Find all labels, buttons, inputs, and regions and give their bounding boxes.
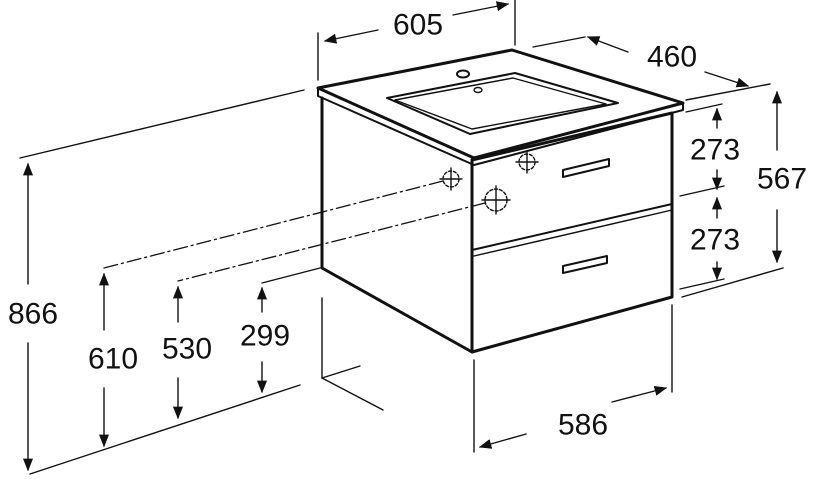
cabinet: [320, 96, 674, 354]
floor-line: [29, 384, 301, 475]
label-866: 866: [8, 298, 58, 331]
projection-610: [103, 180, 444, 269]
drain-hole: [473, 86, 483, 94]
dim-total-height: [19, 89, 305, 472]
tap-hole: [456, 69, 470, 79]
label-273-upper: 273: [690, 134, 740, 167]
label-273-lower: 273: [690, 224, 740, 257]
basin-bowl: [386, 72, 619, 135]
fixing-point-drain: [481, 185, 511, 215]
dim-top-width: [317, 0, 516, 81]
drawer-divider-shadow: [473, 209, 673, 257]
projection-lines: [103, 180, 486, 284]
label-530: 530: [162, 333, 212, 366]
label-610: 610: [88, 343, 138, 376]
fixing-point-upper: [515, 150, 539, 174]
projection-299: [261, 267, 321, 284]
dim-drawer-upper: [679, 103, 725, 197]
fixing-point-left: [439, 167, 463, 191]
dim-drawer-lower: [679, 196, 725, 290]
cabinet-side-panel: [320, 96, 474, 354]
cabinet-front: [470, 111, 674, 354]
label-567: 567: [757, 163, 807, 196]
dim-bottom-width: [473, 304, 673, 453]
drawer-divider: [471, 203, 673, 251]
floor-short: [321, 365, 361, 379]
floor-lines: [29, 297, 384, 475]
fixing-points: [439, 150, 539, 215]
dim-depth: [532, 36, 750, 88]
lower-drawer-handle: [562, 255, 608, 274]
floor-depth: [321, 377, 384, 411]
label-586: 586: [558, 409, 608, 442]
dim-body-height: [681, 83, 784, 298]
projection-530: [177, 202, 486, 282]
label-605: 605: [393, 9, 443, 42]
basin-top: [316, 48, 685, 166]
label-460: 460: [647, 41, 697, 74]
label-299: 299: [240, 320, 290, 353]
upper-drawer-handle: [562, 158, 610, 178]
